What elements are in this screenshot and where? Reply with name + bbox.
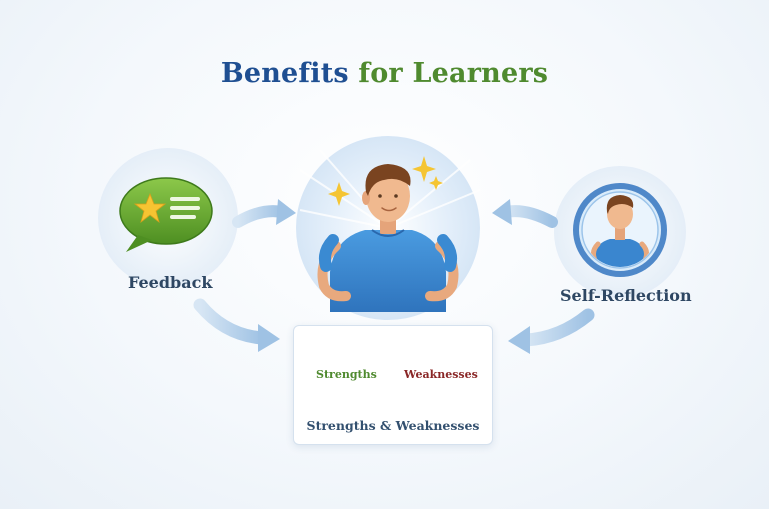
arrow-reflection-to-learner [492, 199, 558, 228]
learner-figure-icon [317, 164, 459, 312]
speech-bubble-star-icon [119, 177, 213, 252]
arrow-feedback-to-learner [232, 199, 296, 228]
strengths-weaknesses-caption: Strengths & Weaknesses [306, 418, 480, 433]
strengths-pan-label: Strengths [316, 368, 377, 381]
arrow-reflection-to-strengths [508, 308, 595, 354]
self-reflection-label: Self-Reflection [560, 286, 692, 305]
feedback-label: Feedback [128, 273, 213, 292]
title-part-for-learners: for Learners [358, 58, 549, 89]
page-title: Benefits for Learners [0, 58, 769, 89]
arrow-feedback-to-strengths [193, 298, 280, 352]
mirror-reflection-icon [573, 183, 667, 277]
weaknesses-pan-label: Weaknesses [404, 368, 478, 381]
strengths-weaknesses-card: Strengths Weaknesses Strengths & Weaknes… [293, 325, 493, 445]
title-part-benefits: Benefits [220, 58, 349, 89]
